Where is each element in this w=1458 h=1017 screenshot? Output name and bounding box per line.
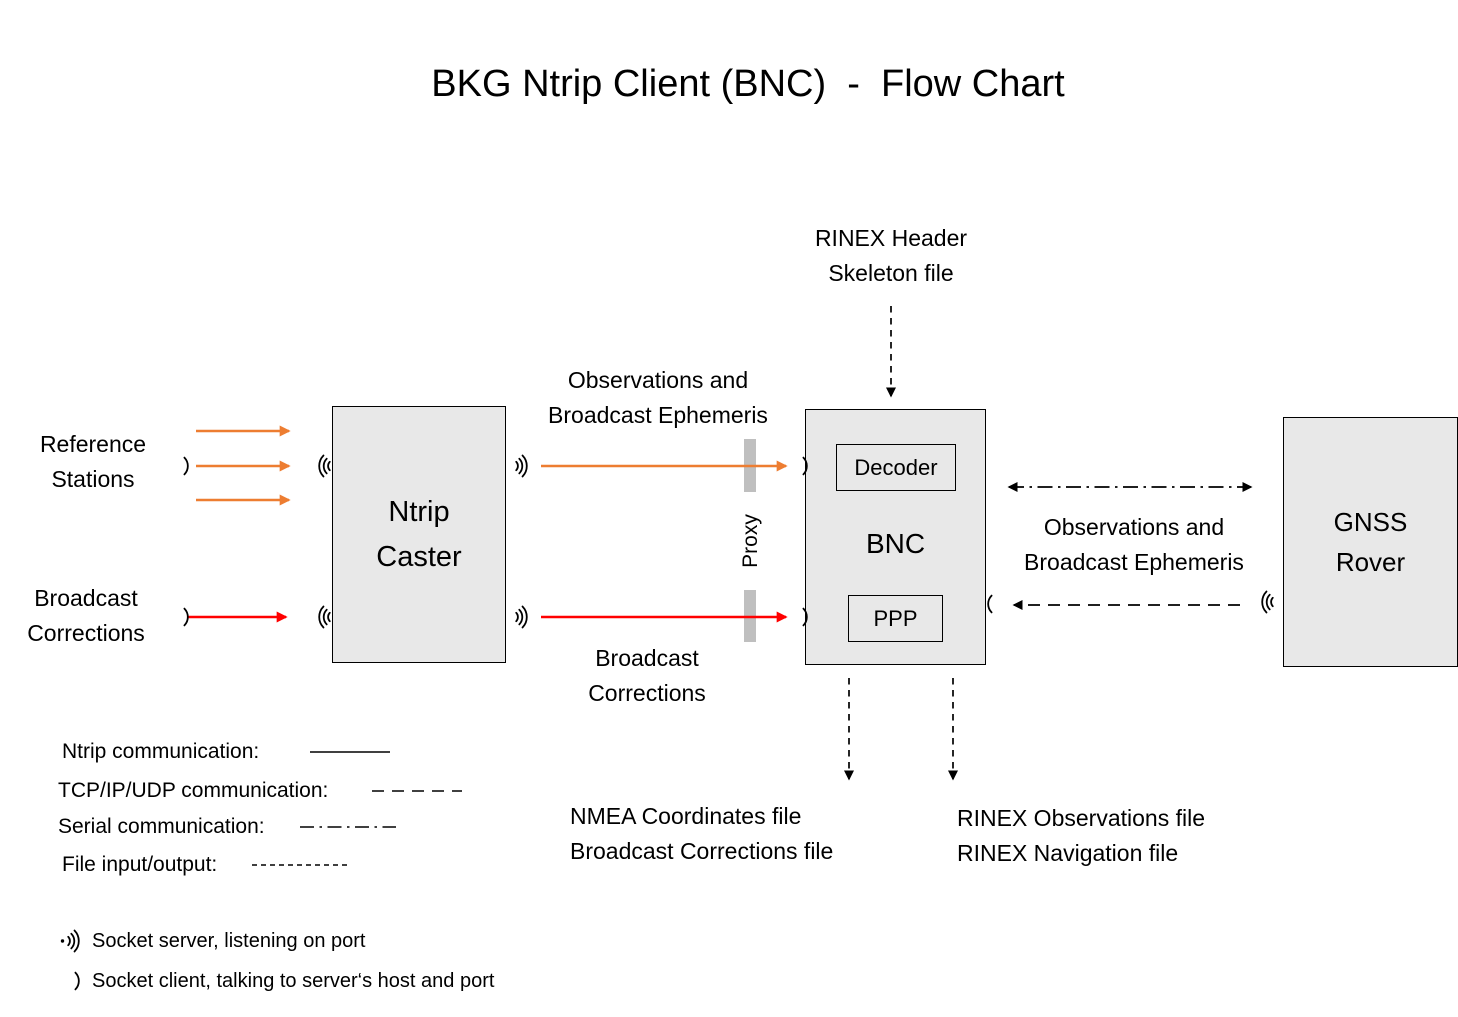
socket-client-icon-broadcast-corrections — [183, 607, 189, 627]
label-reference-stations: Reference Stations — [39, 431, 147, 492]
node-ntrip-caster: Ntrip Caster — [332, 406, 506, 663]
socket-client-icon-reference-stations — [183, 456, 189, 476]
socket-server-icon-caster-corrections-out — [515, 605, 528, 629]
bnc-label: BNC — [865, 528, 926, 559]
ppp-label: PPP — [873, 605, 918, 631]
label-broadcast-corrections-link: Broadcast Corrections — [588, 645, 706, 706]
label-observations-ephemeris-right: Observations and Broadcast Ephemeris — [1024, 514, 1244, 575]
reference-station-arrows — [196, 425, 291, 506]
legend-fileio-label: File input/output: — [62, 853, 218, 876]
socket-client-icon-legend — [74, 971, 80, 991]
socket-server-icon-caster-corrections-in — [318, 605, 331, 629]
proxy-bar-bottom — [744, 590, 756, 642]
legend-tcp-label: TCP/IP/UDP communication: — [58, 779, 329, 802]
node-gnss-rover: GNSS Rover — [1283, 417, 1458, 667]
socket-server-icon-legend — [60, 929, 80, 953]
decoder-label: Decoder — [854, 454, 938, 480]
socket-server-icon-gnss-rover — [1261, 590, 1274, 614]
proxy-bar-top — [744, 439, 756, 492]
label-observations-ephemeris-left: Observations and Broadcast Ephemeris — [548, 367, 768, 428]
label-broadcast-corrections-input: Broadcast Corrections — [27, 585, 145, 646]
legend-socket-server-label: Socket server, listening on port — [92, 930, 366, 952]
label-rinex-output-files: RINEX Observations file RINEX Navigation… — [957, 805, 1205, 866]
proxy-label: Proxy — [739, 514, 762, 568]
label-nmea-output-files: NMEA Coordinates file Broadcast Correcti… — [570, 803, 834, 864]
node-decoder: Decoder — [836, 444, 956, 491]
socket-server-icon-caster-obs-out — [515, 454, 528, 478]
page-title: BKG Ntrip Client (BNC) - Flow Chart — [431, 63, 1065, 105]
socket-client-icon-bnc-tcp — [987, 594, 993, 614]
ntrip-caster-label: Ntrip Caster — [376, 495, 462, 573]
legend-ntrip-label: Ntrip communication: — [62, 740, 260, 763]
label-rinex-header-skeleton: RINEX Header Skeleton file — [814, 225, 968, 286]
legend-serial-label: Serial communication: — [58, 815, 265, 838]
gnss-rover-label: GNSS Rover — [1333, 507, 1408, 577]
legend-socket-client-label: Socket client, talking to server‘s host … — [92, 970, 495, 992]
node-bnc: Decoder BNC PPP — [805, 409, 986, 665]
node-ppp: PPP — [848, 595, 943, 642]
socket-server-icon-caster-obs-in — [318, 454, 331, 478]
